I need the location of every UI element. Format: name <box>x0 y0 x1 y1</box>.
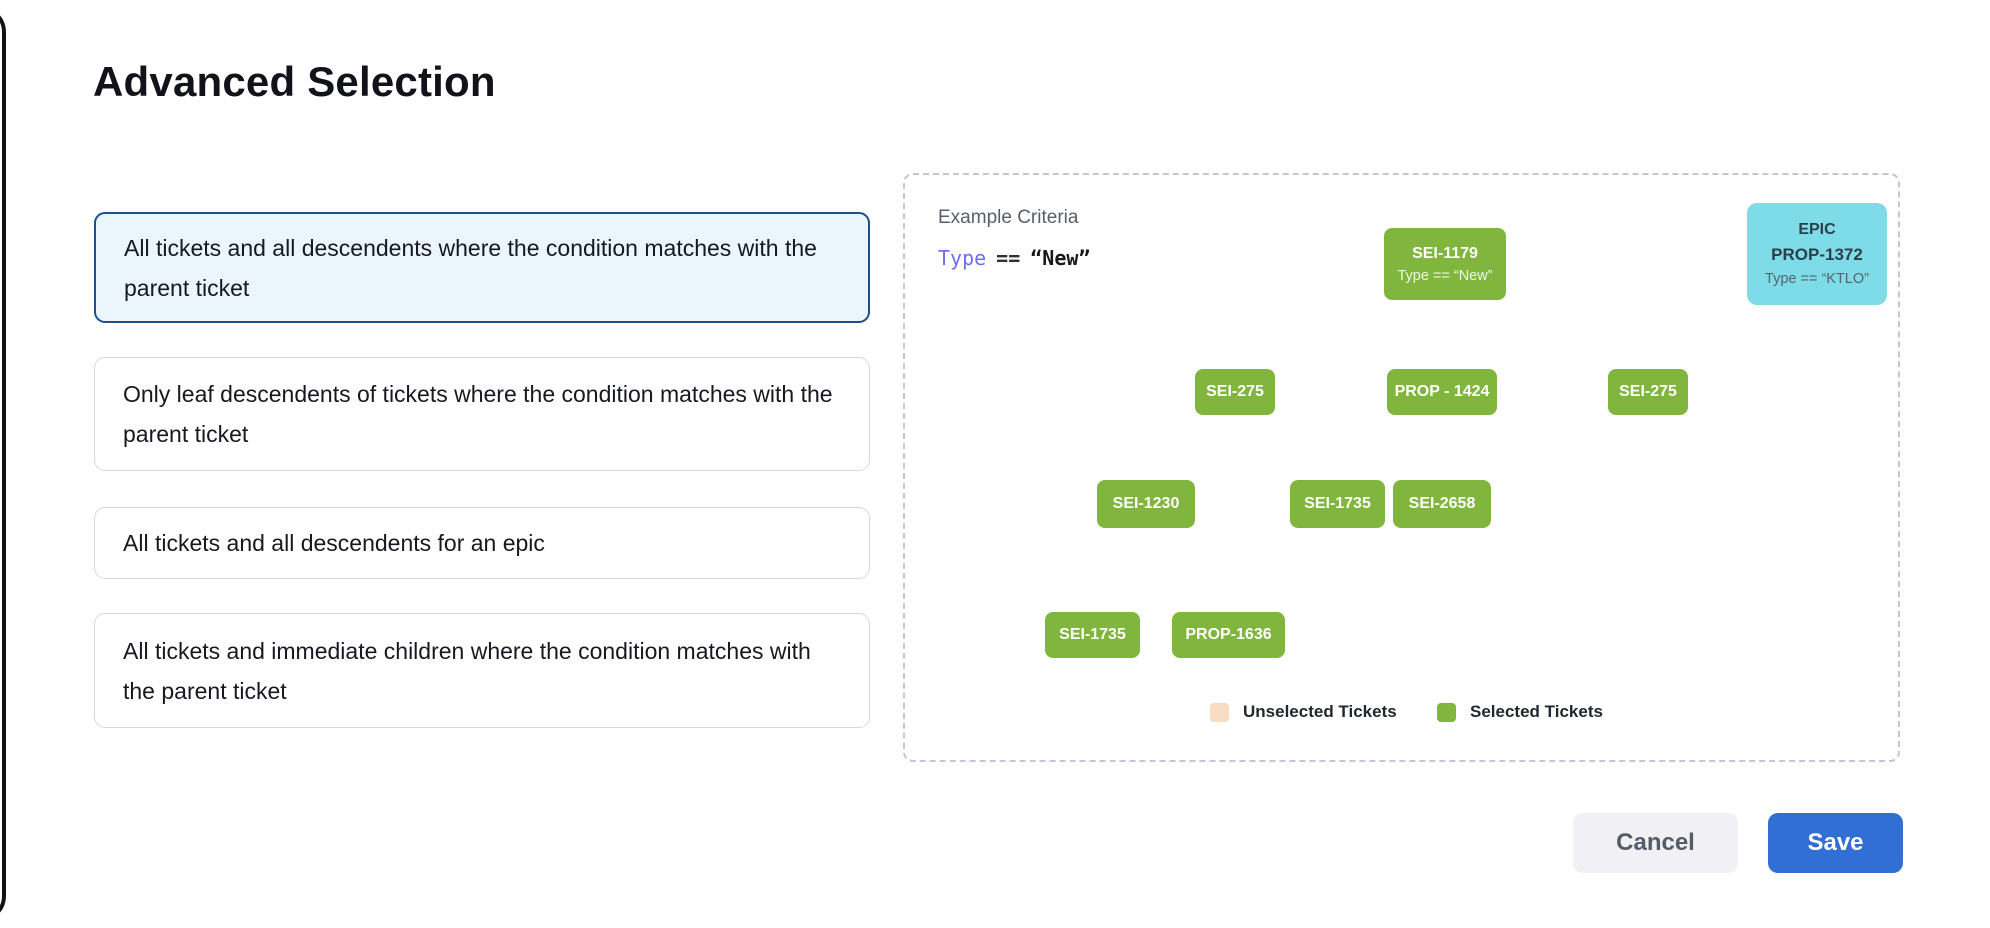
legend-label: Unselected Tickets <box>1243 702 1397 721</box>
criteria-expression: Type == “New” <box>938 246 1090 270</box>
tree-node-id: SEI-1735 <box>1059 626 1126 643</box>
tree-node: SEI-2658 <box>1393 480 1491 528</box>
example-criteria-heading: Example Criteria <box>938 207 1079 228</box>
option-all-descendents-epic[interactable]: All tickets and all descendents for an e… <box>94 507 870 579</box>
tree-node: SEI-1735 <box>1045 612 1140 658</box>
legend-label: Selected Tickets <box>1470 702 1603 721</box>
epic-type-label: EPIC <box>1798 221 1836 238</box>
legend-selected-tickets: Selected Tickets <box>1437 702 1603 722</box>
criteria-field: Type <box>938 246 987 270</box>
tree-node-root: SEI-1179 Type == “New” <box>1384 228 1506 300</box>
tree-node-id: PROP-1636 <box>1185 626 1272 643</box>
tree-node-id: SEI-1230 <box>1112 495 1180 512</box>
selected-swatch-icon <box>1437 702 1456 722</box>
option-all-descendents-condition[interactable]: All tickets and all descendents where th… <box>94 212 870 323</box>
criteria-value: “New” <box>1030 246 1091 270</box>
cancel-button[interactable]: Cancel <box>1573 813 1738 873</box>
option-label: All tickets and immediate children where… <box>123 637 811 704</box>
option-label: All tickets and all descendents for an e… <box>123 530 545 556</box>
tree-node: SEI-275 <box>1608 369 1688 415</box>
tree-node: SEI-1735 <box>1290 480 1385 528</box>
tree-node-id: SEI-2658 <box>1408 495 1476 512</box>
option-label: Only leaf descendents of tickets where t… <box>123 381 833 447</box>
tree-node: PROP-1636 <box>1172 612 1285 658</box>
option-immediate-children-condition[interactable]: All tickets and immediate children where… <box>94 613 870 728</box>
tree-node-condition: Type == “New” <box>1397 267 1493 284</box>
tree-node-id: SEI-275 <box>1619 383 1677 400</box>
epic-condition: Type == “KTLO” <box>1765 271 1869 287</box>
criteria-operator: == <box>996 246 1021 270</box>
tree-node-id: SEI-1179 <box>1412 244 1478 262</box>
legend-unselected-tickets: Unselected Tickets <box>1210 702 1397 722</box>
window-edge <box>0 15 6 913</box>
tree-node: PROP - 1424 <box>1387 369 1497 415</box>
page-title: Advanced Selection <box>93 58 496 105</box>
tree-node-id: SEI-275 <box>1206 383 1264 400</box>
tree-node-id: SEI-1735 <box>1304 495 1371 512</box>
unselected-swatch-icon <box>1210 702 1229 722</box>
epic-card: EPIC PROP-1372 Type == “KTLO” <box>1747 203 1887 305</box>
tree-node: SEI-275 <box>1195 369 1275 415</box>
epic-ticket-id: PROP-1372 <box>1771 245 1863 264</box>
option-leaf-descendents-condition[interactable]: Only leaf descendents of tickets where t… <box>94 357 870 471</box>
save-button[interactable]: Save <box>1768 813 1903 873</box>
option-label: All tickets and all descendents where th… <box>124 234 817 301</box>
tree-node: SEI-1230 <box>1097 480 1195 528</box>
tree-node-id: PROP - 1424 <box>1394 383 1490 400</box>
